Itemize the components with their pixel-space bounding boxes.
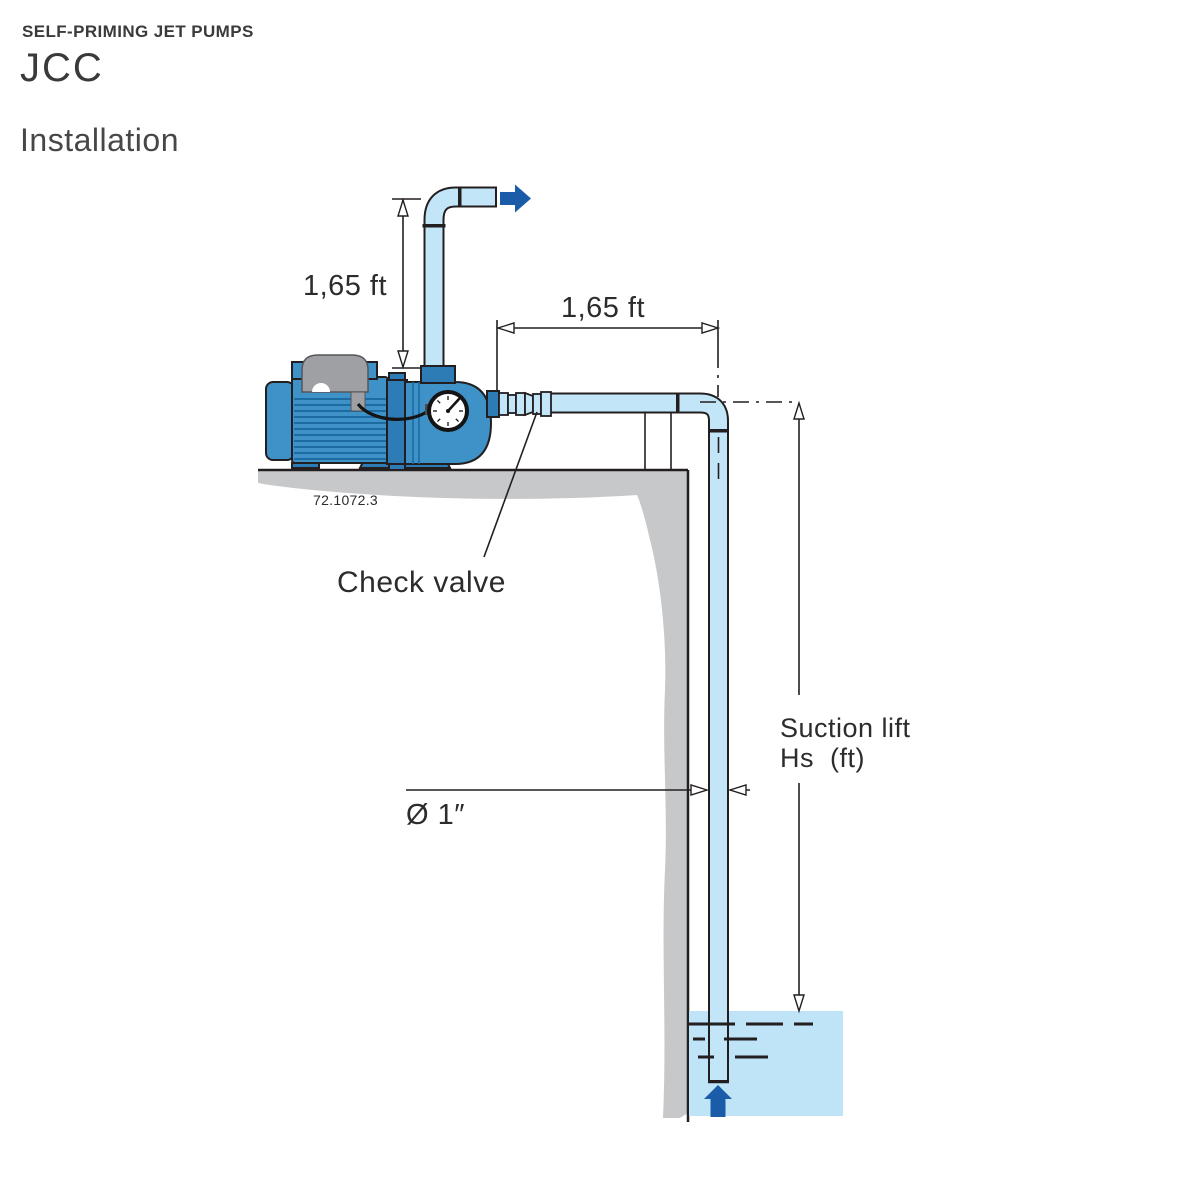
dimension-pipe-diameter (406, 784, 750, 796)
dimension-discharge-height (392, 197, 421, 370)
flow-out-arrow-icon (500, 184, 531, 213)
check-valve-label: Check valve (337, 566, 506, 599)
dim-discharge-height-label: 1,65 ft (303, 270, 387, 302)
discharge-pipe-coupling (422, 224, 446, 228)
power-cable (356, 402, 429, 421)
pump (265, 354, 552, 471)
suction-lift-label-line1: Suction lift (780, 713, 911, 743)
discharge-flange (420, 365, 456, 384)
motor-end-cap (265, 381, 295, 461)
page-title: Installation (20, 122, 179, 158)
water-level-symbol (689, 1022, 813, 1059)
pipe-diameter-label: Ø 1″ (406, 799, 465, 831)
flow-in-arrow-icon (704, 1085, 732, 1117)
dimension-horizontal-run (495, 320, 721, 390)
drop-pipe-coupling (708, 429, 729, 433)
suction-lift-label-line2: Hs (ft) (780, 743, 865, 773)
discharge-elbow-coupling (458, 188, 462, 206)
check-valve (486, 390, 552, 418)
dim-horizontal-run-label: 1,65 ft (561, 292, 645, 324)
discharge-pipe-outline (423, 186, 497, 372)
dimension-suction-lift (793, 400, 805, 1014)
discharge-pipe (425, 188, 495, 370)
check-valve-leader (483, 411, 538, 558)
suction-pipe-outline (549, 392, 729, 1082)
suction-pipe-coupling (676, 392, 680, 414)
drawing-number: 72.1072.3 (313, 492, 378, 508)
motor-cooling-fins (294, 398, 386, 460)
model-title: JCC (20, 46, 104, 90)
pressure-gauge (427, 390, 469, 432)
gauge-needle (446, 397, 461, 413)
carry-handle-notch (312, 383, 330, 392)
category-title: SELF-PRIMING JET PUMPS (22, 22, 254, 41)
carry-handle (301, 354, 369, 393)
suction-pipe (551, 394, 727, 1080)
